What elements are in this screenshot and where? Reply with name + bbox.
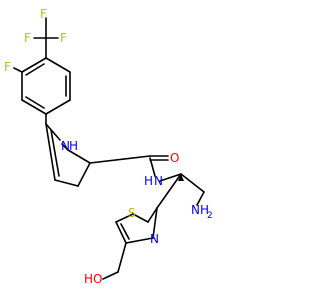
atom-f2: F (24, 31, 31, 45)
atom-oh: HO (84, 272, 102, 286)
bond-benzene-double-3 (25, 63, 45, 76)
bond-c-f-aryl (13, 67, 23, 73)
atom-h-amide: H (144, 174, 153, 188)
bond-pyrrole-2 (61, 143, 69, 151)
wedge-bond (178, 174, 184, 181)
atom-n-thiazole: N (150, 232, 159, 246)
bond-thiazole-2 (132, 213, 149, 223)
atom-nh2: NH (191, 203, 209, 217)
bond-ch2-nh2 (196, 191, 205, 206)
atom-f4: F (4, 60, 11, 74)
bond-pyrrole-3 (67, 149, 91, 164)
bond-ch-thiazole (156, 173, 182, 209)
bond-pyrrole-5 (54, 179, 79, 187)
bond-thiazole-5 (125, 237, 154, 244)
bond-pyrrole-1 (45, 123, 61, 141)
molecule-structure: F F F F N H O N H NH 2 S N HO (4, 7, 213, 286)
bond-benzene-1 (45, 57, 71, 73)
bond-thiazole-6 (152, 207, 158, 239)
bond-thiazole-3 (115, 213, 134, 223)
bond-benzene-4 (21, 99, 47, 115)
bond-thiazole-double (120, 223, 130, 240)
atom-f3: F (60, 31, 67, 45)
atom-o-amide: O (170, 151, 179, 165)
bond-benzene-double-2 (25, 96, 45, 109)
bond-pyrrole-carbonyl (89, 155, 151, 164)
bond-pyrrole-4 (77, 162, 91, 187)
bond-ch2-oh (102, 271, 119, 280)
bond-n-ch (159, 173, 182, 182)
bond-pyrrole-double (50, 129, 60, 177)
atom-n-pyrrole: N (61, 139, 70, 153)
bond-thiazole-ch2 (117, 242, 127, 273)
bond-pyrrole-6 (45, 123, 56, 181)
bond-carbonyl-n (149, 157, 156, 177)
atom-h-pyrrole: H (69, 139, 78, 153)
bond-ch-ch2 (180, 173, 205, 193)
atom-f1: F (40, 7, 47, 21)
atom-nh2-subscript: 2 (207, 211, 213, 221)
bond-benzene-6 (21, 57, 47, 73)
bond-thiazole-4 (115, 221, 127, 244)
atom-n-amide: N (154, 174, 163, 188)
molecule-canvas: F F F F N H O N H NH 2 S N HO (4, 7, 213, 286)
bond-thiazole-1 (147, 207, 158, 223)
atom-s-thiazole: S (128, 206, 136, 220)
bond-benzene-3 (45, 99, 71, 115)
